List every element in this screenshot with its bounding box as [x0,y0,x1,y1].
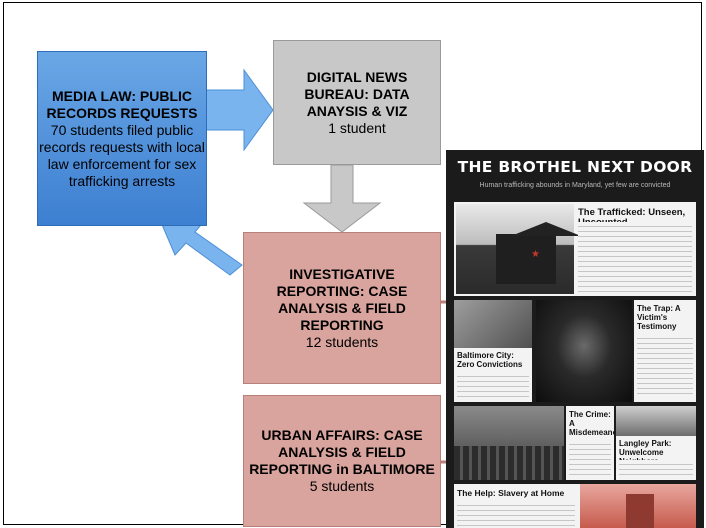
trap-text [637,334,693,398]
help-text [457,501,575,527]
langley-text [619,460,693,478]
panel-trafficked: ★ The Trafficked: Unseen, Uncounted [454,202,696,296]
trafficked-text [578,222,692,292]
brothel-next-door-poster: THE BROTHEL NEXT DOOR Human trafficking … [446,150,704,528]
poster-subtitle: Human trafficking abounds in Maryland, y… [479,182,671,189]
section-help: The Help: Slavery at Home [457,488,565,498]
panel-crime: The Crime: A Misdemeanor [566,406,614,480]
city-photo [454,300,532,348]
panel-langley: Langley Park: Unwelcome Neighbors [616,406,696,480]
section-crime: The Crime: A Misdemeanor [569,410,614,437]
arrow-media-to-investigative [159,219,243,276]
section-trap: The Trap: A Victim's Testimony [637,304,681,331]
investigative-title: INVESTIGATIVE REPORTING: CASE ANALYSIS &… [276,265,408,333]
panel-baltimore: Baltimore City: Zero Convictions [454,300,532,402]
neighborhood-photo [616,406,696,436]
house-photo: ★ [456,204,581,294]
baltimore-text [457,372,529,400]
panel-help: The Help: Slavery at Home [454,484,696,528]
poster-title: THE BROTHEL NEXT DOOR [457,158,693,176]
arrow-bureau-to-investigative [302,164,382,233]
urban-title: URBAN AFFAIRS: CASE ANALYSIS & FIELD REP… [249,427,435,477]
investigative-count: 12 students [305,333,379,350]
bureau-title: DIGITAL NEWS BUREAU: DATA ANAYSIS & VIZ [304,68,410,119]
section-baltimore: Baltimore City: Zero Convictions [457,351,523,369]
media-law-title: MEDIA LAW: PUBLIC RECORDS REQUESTS [46,87,198,121]
hallway-photo [536,300,632,402]
media-law-description: 70 students filed public records request… [39,121,205,189]
investigative-reporting-box: INVESTIGATIVE REPORTING: CASE ANALYSIS &… [243,232,441,384]
urban-count: 5 students [309,478,375,494]
panel-trap: The Trap: A Victim's Testimony [634,300,696,402]
digital-news-bureau-box: DIGITAL NEWS BUREAU: DATA ANAYSIS & VIZ … [273,40,441,165]
chamber-photo [454,406,564,480]
arrow-media-to-bureau [199,68,274,152]
media-law-box: MEDIA LAW: PUBLIC RECORDS REQUESTS 70 st… [37,51,207,226]
building-photo [580,484,696,528]
crime-text [569,440,611,478]
bureau-count: 1 student [328,119,386,136]
urban-affairs-box: URBAN AFFAIRS: CASE ANALYSIS & FIELD REP… [243,395,441,527]
